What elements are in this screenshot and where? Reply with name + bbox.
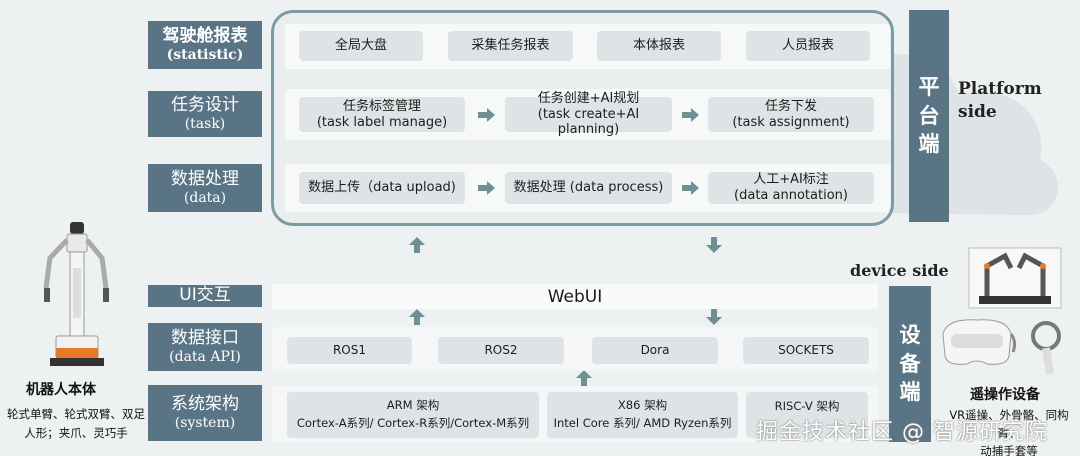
task-item-zh: 任务标签管理: [342, 98, 421, 114]
layer-label-statistic: 驾驶舱报表 (statistic): [148, 21, 262, 69]
system-item-title: X86 架构: [617, 398, 668, 413]
platform-tab-char: 端: [918, 132, 940, 157]
layer-label-system-en: (system): [174, 414, 236, 431]
arrow-down-icon: [706, 309, 722, 325]
robot-desc-line: 人形；夹爪、灵巧手: [24, 425, 128, 440]
layer-label-data-api-en: (data API): [169, 348, 241, 365]
system-item-riscv: RISC-V 架构: [746, 392, 868, 438]
teleop-desc-line: VR遥操、外骨骼、同构臂、: [949, 408, 1069, 440]
data-item-zh: 人工+AI标注: [753, 172, 829, 188]
platform-side-label: Platform side: [958, 78, 1042, 124]
arrow-right-icon: [478, 108, 496, 122]
arrow-up-icon: [409, 309, 425, 325]
arrow-right-icon: [682, 108, 700, 122]
api-item-label: SOCKETS: [778, 343, 834, 358]
teleop-desc: VR遥操、外骨骼、同构臂、 动捕手套等: [938, 407, 1080, 456]
system-item-sub: Cortex-A系列/ Cortex-R系列/Cortex-M系列: [296, 416, 530, 430]
task-item-zh: 任务创建+AI规划: [537, 91, 640, 107]
robot-desc: 轮式单臂、轮式双臂、双足 人形；夹爪、灵巧手: [6, 405, 146, 443]
arrow-right-icon: [682, 181, 700, 195]
task-item-label-manage: 任务标签管理 (task label manage): [299, 97, 465, 132]
statistic-item-label: 人员报表: [781, 38, 834, 54]
statistic-item-label: 本体报表: [632, 38, 685, 54]
system-item-x86: X86 架构 Intel Core 系列/ AMD Ryzen系列: [547, 392, 738, 438]
data-item-upload: 数据上传（data upload): [299, 172, 465, 204]
teleop-arm-image: [968, 247, 1062, 309]
task-item-assignment: 任务下发 (task assignment): [708, 97, 874, 132]
api-item-ros2: ROS2: [438, 337, 564, 364]
arrow-up-icon: [576, 370, 592, 386]
device-tab-char: 端: [899, 380, 921, 405]
device-tab-char: 设: [899, 323, 921, 348]
layer-label-ui-zh: UI交互: [179, 285, 231, 306]
statistic-item-collect-task: 采集任务报表: [448, 31, 573, 61]
task-item-create: 任务创建+AI规划 (task create+AI planning): [505, 91, 672, 137]
layer-label-task-en: (task): [184, 115, 226, 132]
vr-headset-image: [942, 319, 1017, 365]
system-item-title: ARM 架构: [386, 398, 440, 413]
data-item-process: 数据处理 (data process): [505, 172, 672, 204]
layer-label-data: 数据处理 (data): [148, 164, 262, 212]
webui-bar: WebUI: [272, 284, 878, 309]
task-item-zh: 任务下发: [764, 98, 817, 114]
system-item-title: RISC-V 架构: [774, 399, 840, 413]
api-item-label: Dora: [640, 343, 670, 358]
layer-label-data-en: (data): [183, 189, 227, 206]
device-side-label: device side: [850, 261, 949, 280]
platform-side-tab: 平 台 端: [909, 10, 949, 222]
layer-label-task: 任务设计 (task): [148, 91, 262, 137]
robot-title: 机器人本体: [26, 382, 96, 398]
data-item-zh: 数据处理 (data process): [513, 180, 664, 196]
api-item-dora: Dora: [592, 337, 718, 364]
statistic-item-label: 全局大盘: [334, 38, 387, 54]
layer-label-data-api-zh: 数据接口: [171, 328, 239, 349]
layer-label-data-zh: 数据处理: [171, 169, 239, 190]
arrow-up-icon: [409, 237, 425, 253]
data-item-annotation: 人工+AI标注 (data annotation): [708, 172, 874, 204]
webui-label: WebUI: [547, 286, 603, 307]
layer-label-statistic-zh: 驾驶舱报表: [162, 26, 248, 47]
platform-side-label-line: side: [958, 101, 997, 122]
system-item-arm: ARM 架构 Cortex-A系列/ Cortex-R系列/Cortex-M系列: [287, 392, 539, 438]
data-item-zh: 数据上传（data upload): [308, 180, 456, 196]
robot-desc-line: 轮式单臂、轮式双臂、双足: [7, 407, 145, 421]
api-item-ros1: ROS1: [287, 337, 412, 364]
platform-side-label-line: Platform: [958, 79, 1042, 99]
device-side-tab: 设 备 端: [889, 286, 931, 442]
platform-tab-char: 台: [918, 103, 940, 128]
api-item-sockets: SOCKETS: [743, 337, 869, 364]
arrow-right-icon: [478, 181, 496, 195]
watermark-text: 掘金技术社区 @ 智源研究院: [756, 420, 1048, 445]
task-item-en: (task label manage): [316, 114, 448, 130]
task-item-en: (task assignment): [732, 114, 850, 130]
data-item-en: (data annotation): [734, 188, 848, 203]
statistic-item-staff: 人员报表: [746, 31, 870, 61]
platform-tab-char: 平: [918, 75, 940, 100]
arrow-down-icon: [706, 237, 722, 253]
robot-image: [43, 222, 109, 366]
system-item-sub: Intel Core 系列/ AMD Ryzen系列: [553, 416, 732, 430]
statistic-item-label: 采集任务报表: [471, 38, 550, 54]
layer-label-system: 系统架构 (system): [148, 385, 262, 441]
teleop-desc-line: 动捕手套等: [980, 443, 1038, 456]
statistic-item-global: 全局大盘: [299, 31, 423, 61]
api-item-label: ROS2: [484, 343, 518, 358]
device-tab-char: 备: [899, 351, 921, 376]
layer-label-statistic-en: (statistic): [166, 46, 244, 63]
api-item-label: ROS1: [332, 343, 367, 358]
layer-label-task-zh: 任务设计: [171, 95, 239, 116]
teleop-title: 遥操作设备: [970, 387, 1040, 403]
task-item-en: (task create+AI planning): [537, 106, 640, 138]
layer-label-system-zh: 系统架构: [171, 394, 239, 415]
layer-label-ui: UI交互: [148, 285, 262, 307]
statistic-item-robot-body: 本体报表: [597, 31, 721, 61]
layer-label-data-api: 数据接口 (data API): [148, 323, 262, 371]
controller-image: [1031, 321, 1061, 375]
